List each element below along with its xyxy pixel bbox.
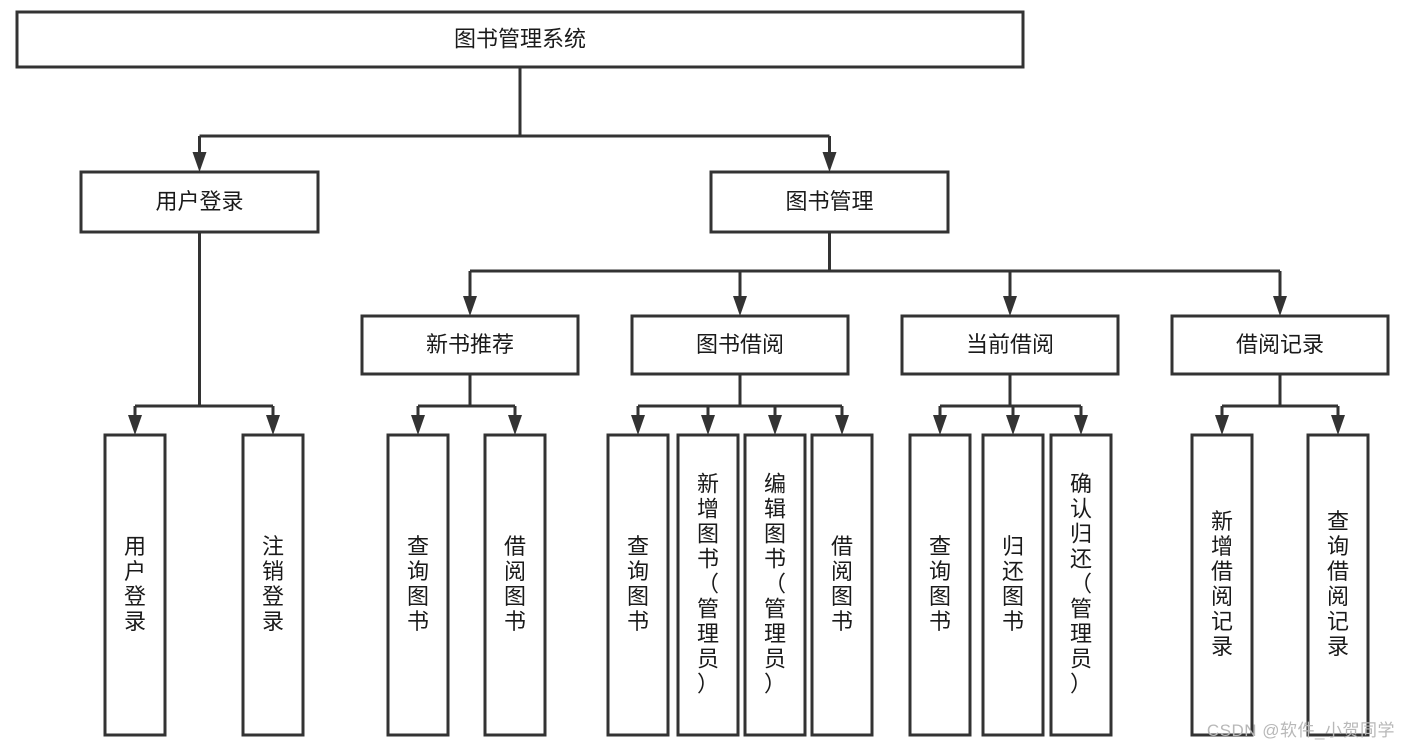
node-box[interactable] bbox=[981, 433, 1045, 737]
node-box[interactable] bbox=[908, 433, 972, 737]
arrow-head-icon bbox=[1006, 415, 1020, 435]
node-leaf-add-book-admin[interactable]: 新增图书（管理员） bbox=[676, 433, 740, 737]
node-leaf-edit-book-admin[interactable]: 编辑图书（管理员） bbox=[743, 433, 807, 737]
node-book-borrow[interactable]: 图书借阅 bbox=[630, 314, 850, 376]
arrow-head-icon bbox=[1215, 415, 1229, 435]
arrow-head-icon bbox=[1003, 296, 1017, 316]
arrow-head-icon bbox=[631, 415, 645, 435]
node-label: 编辑图书（管理员） bbox=[764, 472, 786, 697]
node-leaf-query-books-recommend[interactable]: 查询图书 bbox=[386, 433, 450, 737]
node-label: 注销登录 bbox=[262, 534, 284, 634]
node-label: 图书管理 bbox=[785, 189, 873, 214]
node-box[interactable] bbox=[1049, 433, 1113, 737]
node-new-book-recommend[interactable]: 新书推荐 bbox=[360, 314, 580, 376]
node-box[interactable] bbox=[900, 314, 1120, 376]
node-user-login[interactable]: 用户登录 bbox=[79, 170, 320, 234]
arrow-head-icon bbox=[822, 152, 837, 172]
arrow-head-icon bbox=[835, 415, 849, 435]
node-label: 新增图书（管理员） bbox=[697, 472, 719, 697]
node-leaf-query-borrow-record[interactable]: 查询借阅记录 bbox=[1306, 433, 1370, 737]
node-label: 新书推荐 bbox=[426, 332, 514, 357]
node-leaf-add-borrow-record[interactable]: 新增借阅记录 bbox=[1190, 433, 1254, 737]
arrow-head-icon bbox=[768, 415, 782, 435]
node-layer: 图书管理系统用户登录图书管理新书推荐图书借阅当前借阅借阅记录用户登录注销登录查询… bbox=[15, 10, 1390, 737]
node-label: 确认归还（管理员） bbox=[1070, 472, 1092, 697]
arrow-head-icon bbox=[1331, 415, 1345, 435]
node-label: 新增借阅记录 bbox=[1211, 509, 1233, 659]
node-box[interactable] bbox=[743, 433, 807, 737]
node-label: 查询借阅记录 bbox=[1327, 509, 1349, 659]
node-label: 查询图书 bbox=[627, 534, 649, 634]
node-box[interactable] bbox=[15, 10, 1025, 69]
arrow-head-icon bbox=[463, 296, 477, 316]
node-book-management[interactable]: 图书管理 bbox=[709, 170, 950, 234]
node-label: 查询图书 bbox=[407, 534, 429, 634]
arrow-head-icon bbox=[1273, 296, 1287, 316]
node-borrow-record[interactable]: 借阅记录 bbox=[1170, 314, 1390, 376]
node-label: 当前借阅 bbox=[966, 332, 1054, 357]
node-leaf-borrow-books[interactable]: 借阅图书 bbox=[810, 433, 874, 737]
node-label: 归还图书 bbox=[1002, 534, 1024, 634]
node-label: 借阅图书 bbox=[504, 534, 526, 634]
arrow-head-icon bbox=[933, 415, 947, 435]
connector-layer bbox=[128, 67, 1345, 435]
watermark-text: CSDN @软件_小贺同学 bbox=[1206, 721, 1395, 740]
node-box[interactable] bbox=[606, 433, 670, 737]
node-leaf-return-books[interactable]: 归还图书 bbox=[981, 433, 1045, 737]
node-box[interactable] bbox=[709, 170, 950, 234]
arrow-head-icon bbox=[508, 415, 522, 435]
node-box[interactable] bbox=[79, 170, 320, 234]
node-label: 图书借阅 bbox=[696, 332, 784, 357]
node-box[interactable] bbox=[1170, 314, 1390, 376]
node-box[interactable] bbox=[630, 314, 850, 376]
node-leaf-logout[interactable]: 注销登录 bbox=[241, 433, 305, 737]
node-box[interactable] bbox=[241, 433, 305, 737]
node-leaf-borrow-books-recommend[interactable]: 借阅图书 bbox=[483, 433, 547, 737]
node-label: 借阅图书 bbox=[831, 534, 853, 634]
node-box[interactable] bbox=[1306, 433, 1370, 737]
arrow-head-icon bbox=[1074, 415, 1088, 435]
node-box[interactable] bbox=[483, 433, 547, 737]
node-box[interactable] bbox=[386, 433, 450, 737]
node-label: 用户登录 bbox=[124, 534, 146, 634]
node-box[interactable] bbox=[360, 314, 580, 376]
node-leaf-user-login[interactable]: 用户登录 bbox=[103, 433, 167, 737]
node-label: 借阅记录 bbox=[1236, 332, 1324, 357]
node-label: 图书管理系统 bbox=[454, 26, 586, 51]
arrow-head-icon bbox=[192, 152, 207, 172]
arrow-head-icon bbox=[266, 415, 280, 435]
arrow-head-icon bbox=[733, 296, 747, 316]
node-box[interactable] bbox=[810, 433, 874, 737]
node-label: 用户登录 bbox=[155, 189, 243, 214]
node-root-root[interactable]: 图书管理系统 bbox=[15, 10, 1025, 69]
node-box[interactable] bbox=[676, 433, 740, 737]
node-box[interactable] bbox=[1190, 433, 1254, 737]
arrow-head-icon bbox=[128, 415, 142, 435]
node-leaf-query-books-current[interactable]: 查询图书 bbox=[908, 433, 972, 737]
node-label: 查询图书 bbox=[929, 534, 951, 634]
node-current-borrow[interactable]: 当前借阅 bbox=[900, 314, 1120, 376]
arrow-head-icon bbox=[701, 415, 715, 435]
node-leaf-query-books-borrow[interactable]: 查询图书 bbox=[606, 433, 670, 737]
node-box[interactable] bbox=[103, 433, 167, 737]
arrow-head-icon bbox=[411, 415, 425, 435]
node-leaf-confirm-return-admin[interactable]: 确认归还（管理员） bbox=[1049, 433, 1113, 737]
